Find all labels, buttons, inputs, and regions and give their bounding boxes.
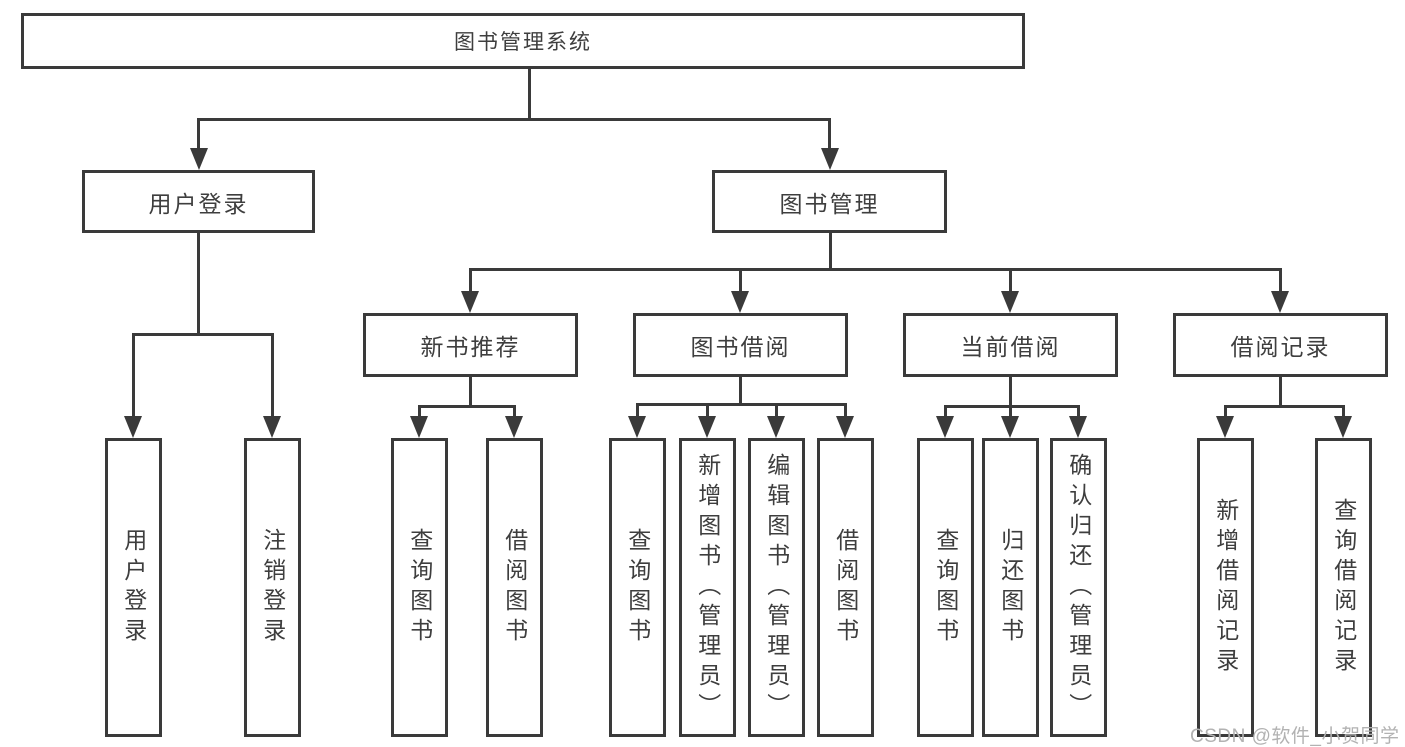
connector-line	[197, 233, 200, 335]
connector-line	[469, 268, 1282, 271]
connector-line	[1009, 377, 1012, 408]
node-label: 查询图书	[932, 527, 959, 648]
node-label: 新增图书（管理员）	[694, 452, 721, 723]
node-label: 查询图书	[624, 527, 651, 648]
connector-line	[1009, 268, 1012, 291]
arrow-down-icon	[731, 291, 749, 313]
node-label: 图书管理	[779, 190, 880, 217]
connector-line	[944, 405, 1080, 408]
connector-line	[844, 403, 847, 416]
leaf-logout: 注销登录	[244, 438, 301, 737]
connector-line	[829, 233, 832, 270]
arrow-down-icon	[461, 291, 479, 313]
arrow-down-icon	[767, 416, 785, 438]
watermark-text: CSDN @软件_小贺同学	[1190, 726, 1400, 747]
node-label: 注销登录	[259, 527, 286, 648]
connector-line	[1009, 405, 1012, 416]
node-library-system: 图书管理系统	[21, 13, 1025, 69]
node-borrowing-records: 借阅记录	[1173, 313, 1388, 377]
connector-line	[944, 405, 947, 416]
node-book-borrowing: 图书借阅	[633, 313, 848, 377]
node-label: 借阅图书	[501, 527, 528, 648]
arrow-down-icon	[124, 416, 142, 438]
connector-line	[418, 405, 421, 416]
node-label: 当前借阅	[960, 334, 1061, 360]
node-label: 查询借阅记录	[1330, 497, 1357, 678]
node-label: 图书管理系统	[454, 31, 592, 54]
connector-line	[1224, 405, 1345, 408]
arrow-down-icon	[505, 416, 523, 438]
node-label: 图书借阅	[690, 334, 791, 360]
arrow-down-icon	[1069, 416, 1087, 438]
node-label: 归还图书	[997, 527, 1024, 648]
connector-line	[513, 405, 516, 416]
connector-line	[1342, 405, 1345, 416]
arrow-down-icon	[936, 416, 954, 438]
leaf-add-books-admin: 新增图书（管理员）	[679, 438, 736, 737]
node-label: 借阅记录	[1230, 334, 1331, 360]
connector-line	[132, 333, 135, 416]
connector-line	[1224, 405, 1227, 416]
arrow-down-icon	[1001, 291, 1019, 313]
leaf-edit-books-admin: 编辑图书（管理员）	[748, 438, 805, 737]
leaf-confirm-return-admin: 确认归还（管理员）	[1050, 438, 1107, 737]
node-label: 新增借阅记录	[1212, 497, 1239, 678]
connector-line	[636, 403, 639, 416]
node-user-login: 用户登录	[82, 170, 315, 233]
connector-line	[739, 377, 742, 406]
leaf-user-login: 用户登录	[105, 438, 162, 737]
arrow-down-icon	[1216, 416, 1234, 438]
connector-line	[528, 69, 531, 120]
arrow-down-icon	[190, 148, 208, 170]
connector-line	[739, 268, 742, 291]
connector-line	[828, 118, 831, 148]
node-label: 查询图书	[406, 527, 433, 648]
connector-line	[1279, 377, 1282, 408]
arrow-down-icon	[1334, 416, 1352, 438]
connector-line	[775, 403, 778, 416]
arrow-down-icon	[1271, 291, 1289, 313]
arrow-down-icon	[628, 416, 646, 438]
leaf-add-borrow-record: 新增借阅记录	[1197, 438, 1254, 737]
connector-line	[469, 268, 472, 291]
leaf-query-books-borrow: 查询图书	[609, 438, 666, 737]
node-label: 用户登录	[120, 527, 147, 648]
connector-line	[197, 118, 831, 121]
connector-line	[1077, 405, 1080, 416]
node-label: 用户登录	[148, 190, 249, 217]
arrow-down-icon	[821, 148, 839, 170]
node-label: 编辑图书（管理员）	[763, 452, 790, 723]
connector-line	[469, 377, 472, 408]
arrow-down-icon	[1001, 416, 1019, 438]
leaf-query-books-current: 查询图书	[917, 438, 974, 737]
node-label: 确认归还（管理员）	[1065, 452, 1092, 723]
connector-line	[271, 333, 274, 416]
connector-line	[418, 405, 516, 408]
arrow-down-icon	[410, 416, 428, 438]
leaf-borrow-books-recommend: 借阅图书	[486, 438, 543, 737]
connector-line	[132, 333, 274, 336]
node-new-book-recommendation: 新书推荐	[363, 313, 578, 377]
arrow-down-icon	[698, 416, 716, 438]
connector-line	[197, 118, 200, 148]
node-current-borrowing: 当前借阅	[903, 313, 1118, 377]
connector-line	[1279, 268, 1282, 291]
leaf-query-borrow-record: 查询借阅记录	[1315, 438, 1372, 737]
node-book-management: 图书管理	[712, 170, 947, 233]
arrow-down-icon	[836, 416, 854, 438]
node-label: 新书推荐	[420, 334, 521, 360]
leaf-query-books-recommend: 查询图书	[391, 438, 448, 737]
node-label: 借阅图书	[832, 527, 859, 648]
leaf-borrow-books: 借阅图书	[817, 438, 874, 737]
leaf-return-books: 归还图书	[982, 438, 1039, 737]
connector-line	[706, 403, 709, 416]
arrow-down-icon	[263, 416, 281, 438]
connector-line	[636, 403, 847, 406]
